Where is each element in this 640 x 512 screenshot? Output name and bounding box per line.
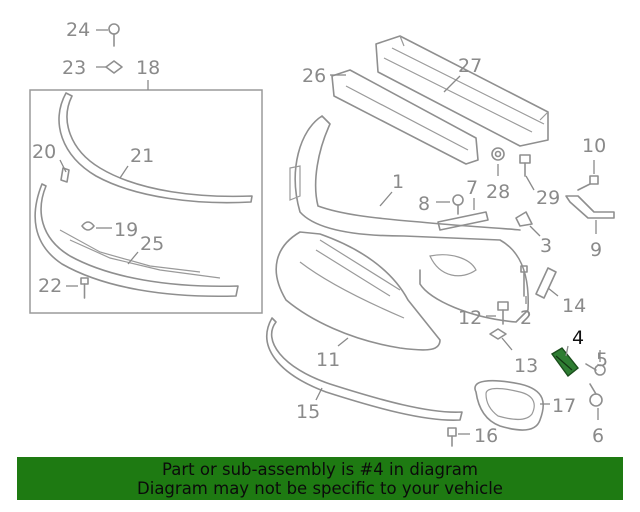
callout-3: 3	[540, 235, 552, 257]
part-11-grille	[275, 231, 441, 351]
callout-13: 13	[514, 355, 538, 377]
part-4-highlighted[interactable]	[550, 347, 579, 378]
callout-6: 6	[592, 425, 604, 447]
callout-23: 23	[62, 57, 86, 79]
part-28-nut	[491, 147, 505, 161]
callout-18: 18	[136, 57, 160, 79]
part-6-bolt	[589, 383, 603, 407]
callout-14: 14	[562, 295, 586, 317]
banner-line-1: Part or sub-assembly is #4 in diagram	[162, 460, 478, 479]
callout-4: 4	[572, 327, 584, 349]
callout-12: 12	[458, 307, 482, 329]
part-7-bracket	[437, 211, 489, 231]
callout-8: 8	[418, 193, 430, 215]
callout-19: 19	[114, 219, 138, 241]
info-banner: Part or sub-assembly is #4 in diagram Di…	[17, 457, 623, 500]
part-13-nut	[489, 328, 507, 340]
callout-21: 21	[130, 145, 154, 167]
callout-11: 11	[316, 349, 340, 371]
part-19-clip	[81, 221, 95, 231]
part-12-bolt	[497, 301, 509, 325]
callout-27: 27	[458, 55, 482, 77]
part-22-bolt	[80, 277, 89, 299]
callout-2: 2	[520, 307, 532, 329]
part-1-bumper-cover	[294, 115, 529, 323]
part-21-trim	[58, 92, 253, 204]
callout-16: 16	[474, 425, 498, 447]
callout-1: 1	[392, 171, 404, 193]
callout-17: 17	[552, 395, 576, 417]
part-16-bolt	[447, 427, 457, 447]
part-14-bracket	[535, 267, 557, 299]
callout-7: 7	[466, 177, 478, 199]
part-23-clip	[105, 60, 123, 74]
callout-20: 20	[32, 141, 56, 163]
callout-24: 24	[66, 19, 90, 41]
part-5-bolt	[585, 363, 606, 376]
part-2-bolt	[520, 265, 528, 297]
part-17-cover	[474, 379, 544, 431]
part-15-lip	[266, 317, 463, 421]
part-3-clip	[515, 211, 533, 227]
part-24-screw	[108, 23, 120, 47]
part-9-bracket	[565, 195, 615, 219]
callout-10: 10	[582, 135, 606, 157]
callout-25: 25	[140, 233, 164, 255]
part-29-bolt	[519, 154, 531, 177]
part-25-skid	[34, 183, 239, 298]
part-10-bolt	[577, 175, 599, 191]
callout-29: 29	[536, 187, 560, 209]
part-26-absorber	[331, 69, 479, 165]
banner-line-2: Diagram may not be specific to your vehi…	[137, 479, 503, 498]
callout-15: 15	[296, 401, 320, 423]
callout-28: 28	[486, 181, 510, 203]
part-8-clip	[452, 194, 464, 215]
callout-9: 9	[590, 239, 602, 261]
subassembly-box	[29, 89, 263, 314]
callout-26: 26	[302, 65, 326, 87]
callout-22: 22	[38, 275, 62, 297]
part-20-clip	[60, 167, 70, 183]
callout-5: 5	[596, 349, 608, 371]
